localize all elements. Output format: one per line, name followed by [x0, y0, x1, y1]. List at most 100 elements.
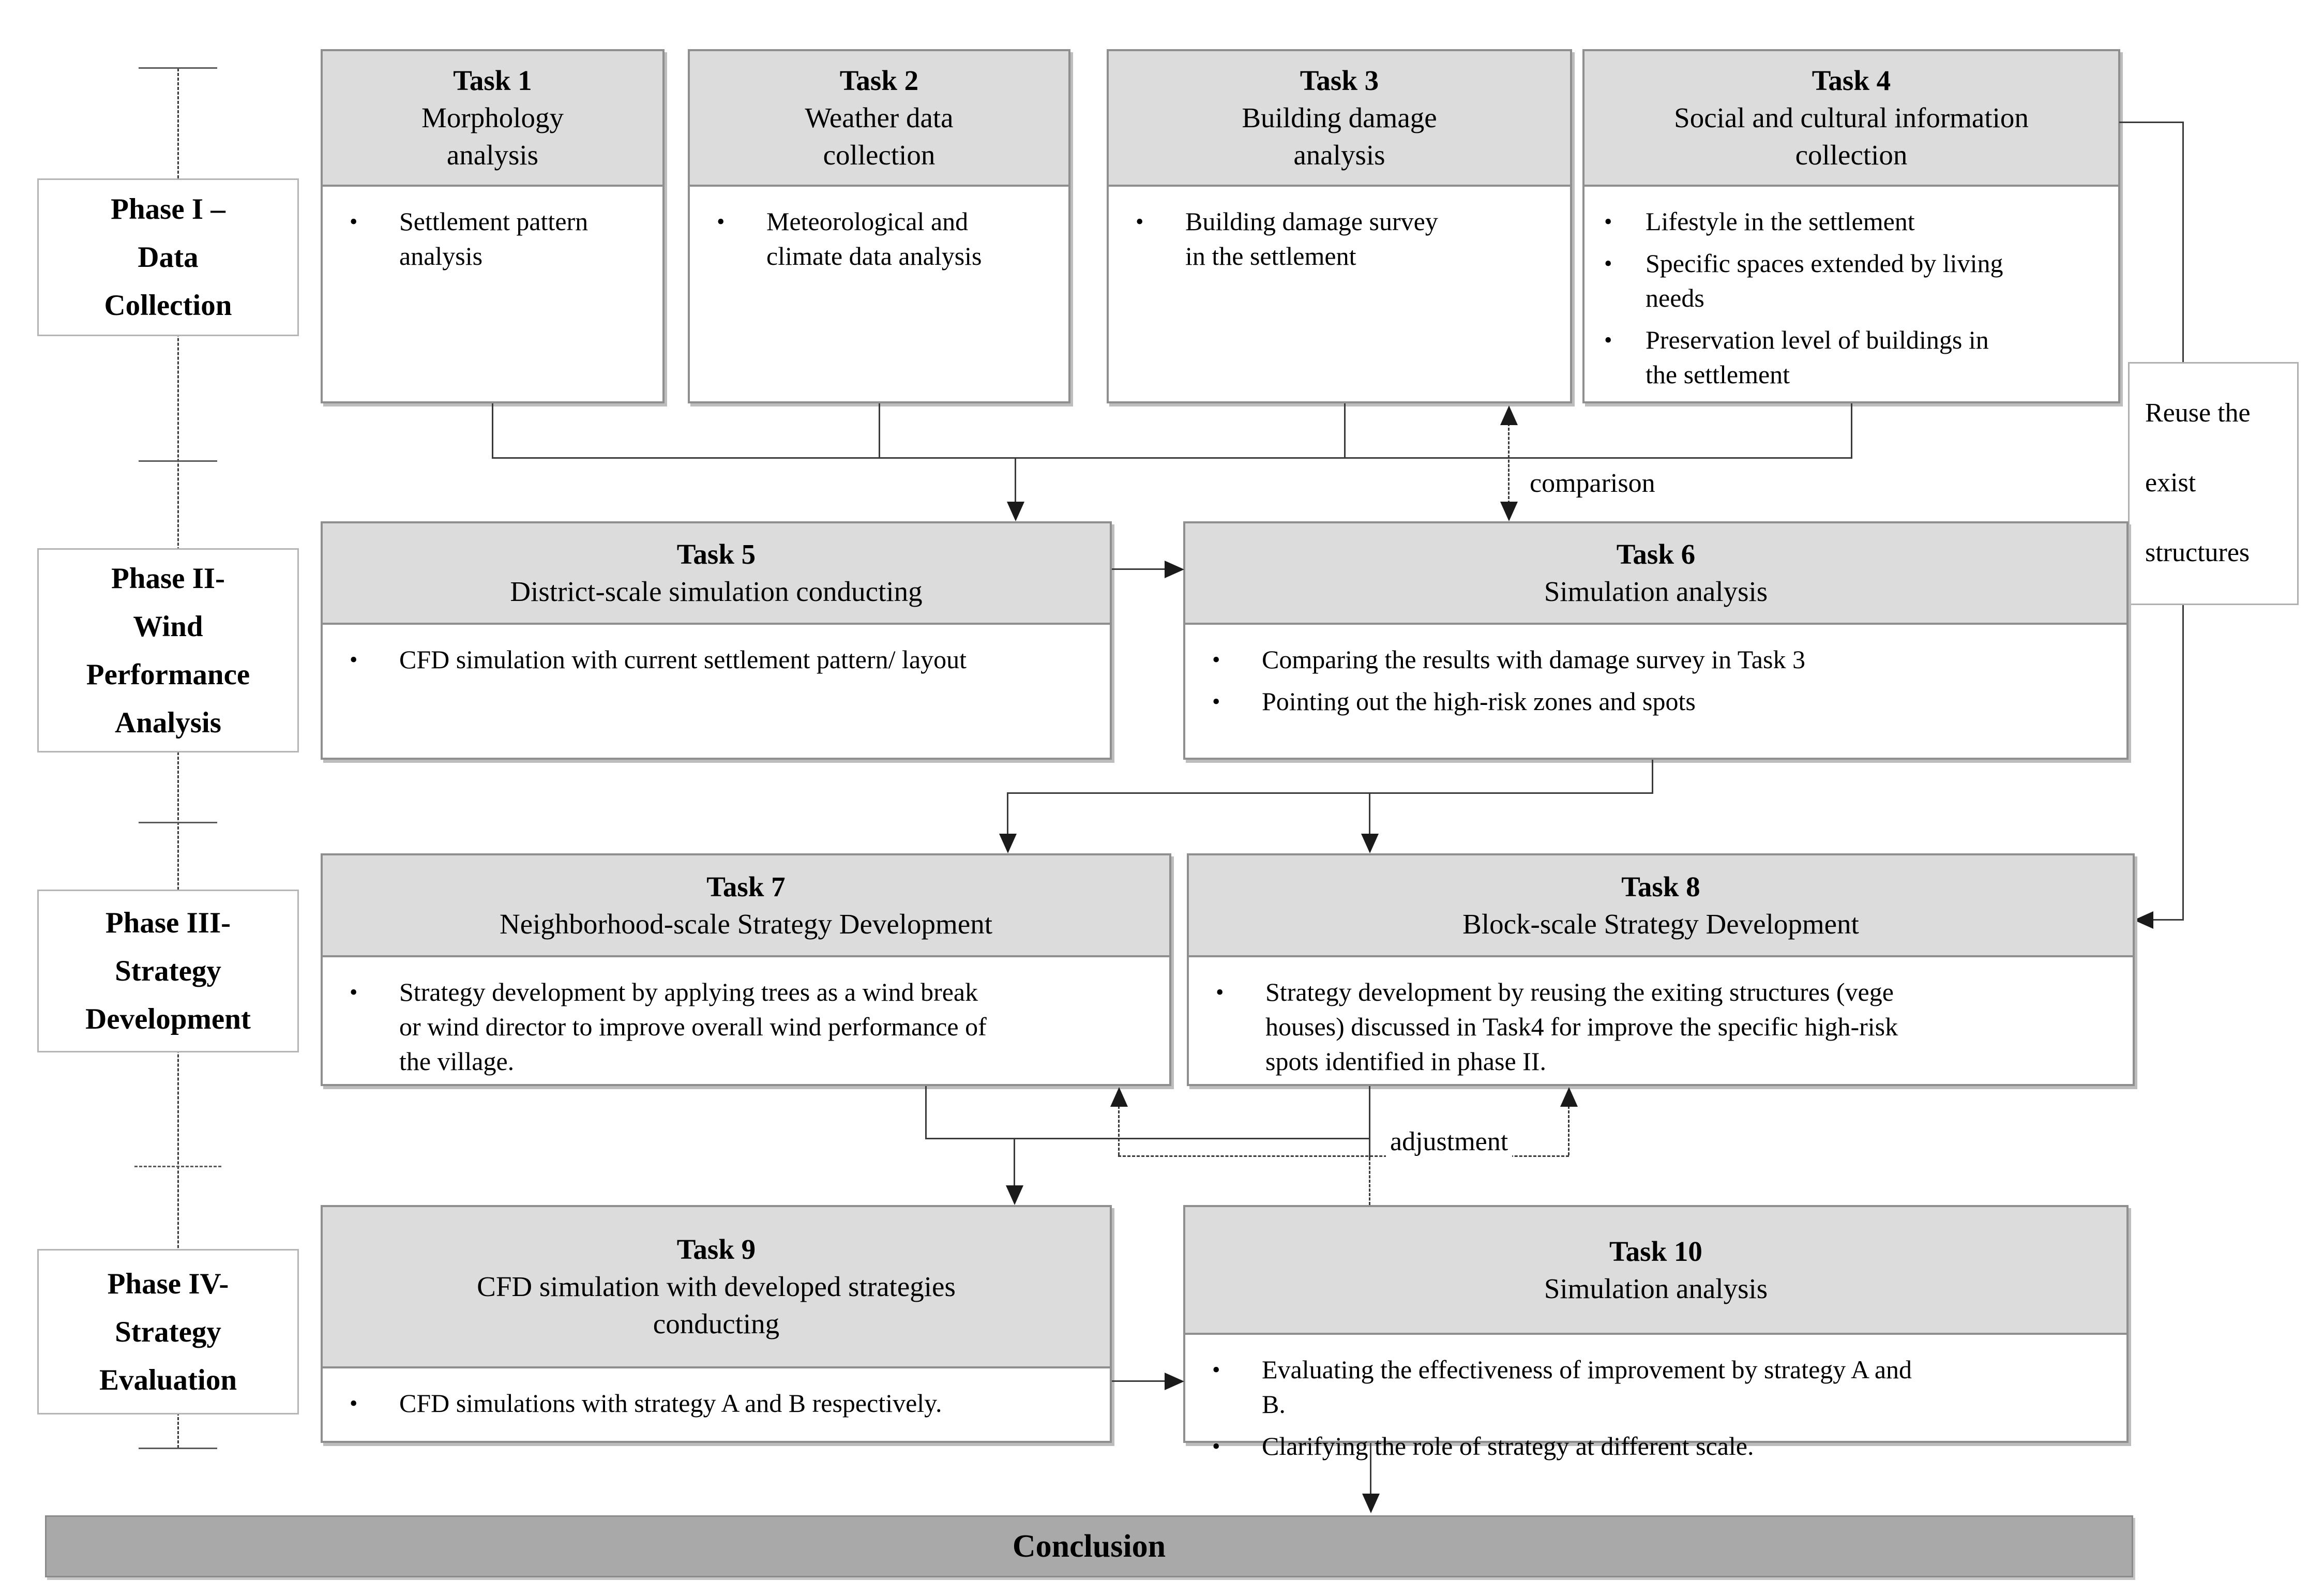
bullet-icon: • — [1604, 327, 1612, 353]
task-6-body: • Comparing the results with damage surv… — [1185, 625, 2126, 719]
timeline-tick-bottom — [139, 1448, 217, 1449]
task-2-bullet-1: • Meteorological and climate data analys… — [717, 204, 1053, 274]
task-5-box: Task 5 District-scale simulation conduct… — [321, 521, 1112, 760]
phase-1-line: Phase I – — [111, 193, 225, 225]
connector-task4-stub — [1851, 403, 1852, 459]
task-8-box: Task 8 Block-scale Strategy Development … — [1187, 853, 2135, 1086]
connector-task7-stub — [925, 1086, 927, 1139]
task-10-box: Task 10 Simulation analysis • Evaluating… — [1183, 1205, 2129, 1461]
adjustment-label: adjustment — [1386, 1126, 1513, 1157]
task-1-header: Task 1 Morphology analysis — [323, 51, 662, 187]
phase-4-line: Phase IV- — [107, 1267, 229, 1300]
connector-task8-stub — [1369, 1086, 1370, 1139]
bullet-icon: • — [1604, 209, 1612, 234]
task-9-box: Task 9 CFD simulation with developed str… — [321, 1205, 1112, 1443]
phase-1-label: Phase I – Data Collection — [37, 178, 299, 336]
arrow-into-task8-head-icon — [2134, 911, 2153, 929]
bullet-icon: • — [350, 1391, 358, 1416]
bullet-icon: • — [1604, 251, 1612, 276]
reuse-structures-note: Reuse the exist structures — [2128, 362, 2299, 605]
timeline-tick-2 — [139, 822, 217, 823]
timeline-tick-top — [139, 67, 217, 69]
reuse-note-line: Reuse the — [2145, 398, 2251, 428]
comparison-label: comparison — [1526, 468, 1659, 499]
phase-4-line: Evaluation — [99, 1363, 237, 1396]
comparison-dashed-line — [1508, 423, 1510, 504]
task-1-title: analysis — [446, 139, 539, 171]
connector-row1-bus — [492, 457, 1852, 459]
task-4-header: Task 4 Social and cultural information c… — [1584, 51, 2118, 187]
bullet-icon: • — [1212, 689, 1220, 714]
task-9-title: CFD simulation with developed strategies — [477, 1271, 956, 1302]
arrow-into-task7-head-icon — [999, 834, 1017, 853]
task-2-number: Task 2 — [839, 65, 919, 96]
bullet-icon: • — [350, 209, 358, 234]
task-4-bullet-1: • Lifestyle in the settlement — [1604, 204, 2103, 239]
bullet-icon: • — [350, 980, 358, 1005]
task-5-header: Task 5 District-scale simulation conduct… — [323, 523, 1110, 625]
task-1-box: Task 1 Morphology analysis • Settlement … — [321, 49, 665, 403]
arrow-into-task9-line — [1014, 1138, 1015, 1186]
task-8-body: • Strategy development by reusing the ex… — [1189, 957, 2133, 1079]
task-7-header: Task 7 Neighborhood-scale Strategy Devel… — [323, 855, 1169, 957]
comparison-arrow-down-icon — [1500, 502, 1518, 521]
task-4-box: Task 4 Social and cultural information c… — [1582, 49, 2120, 403]
conclusion-bar: Conclusion — [45, 1515, 2133, 1577]
adjustment-arrow-task8-icon — [1560, 1087, 1578, 1107]
connector-into-task10-solid — [1369, 1138, 1370, 1157]
phase-1-line: Collection — [104, 289, 232, 322]
task-4-title: Social and cultural information — [1674, 102, 2029, 133]
task-4-number: Task 4 — [1812, 65, 1891, 96]
task-1-number: Task 1 — [453, 65, 532, 96]
task-4-bullet-3: • Preservation level of buildings in the… — [1604, 323, 2103, 392]
task-4-title: collection — [1795, 139, 1908, 171]
task-7-box: Task 7 Neighborhood-scale Strategy Devel… — [321, 853, 1171, 1086]
phase-4-line: Strategy — [115, 1315, 221, 1348]
phase-4-label: Phase IV- Strategy Evaluation — [37, 1249, 299, 1414]
connector-task2-stub — [879, 403, 880, 459]
conclusion-label: Conclusion — [1012, 1528, 1166, 1564]
task-5-title: District-scale simulation conducting — [510, 576, 923, 607]
task-8-bullet-1: • Strategy development by reusing the ex… — [1216, 975, 2117, 1079]
task-2-body: • Meteorological and climate data analys… — [690, 187, 1068, 274]
task-10-bullet-1: • Evaluating the effectiveness of improv… — [1212, 1352, 2111, 1422]
arrow-into-task8-top-line — [1369, 792, 1370, 835]
task-6-box: Task 6 Simulation analysis • Comparing t… — [1183, 521, 2129, 760]
bullet-icon: • — [350, 647, 358, 672]
phase-3-line: Strategy — [115, 955, 221, 987]
task-1-body: • Settlement pattern analysis — [323, 187, 662, 274]
reuse-path-top-line — [2119, 122, 2184, 123]
phase-3-label: Phase III- Strategy Development — [37, 890, 299, 1052]
phase-2-line: Wind — [133, 610, 203, 643]
connector-row3-bus — [925, 1138, 1370, 1139]
task-2-title: collection — [823, 139, 935, 171]
task-3-bullet-1: • Building damage survey in the settleme… — [1136, 204, 1555, 274]
task-10-bullet-2: • Clarifying the role of strategy at dif… — [1212, 1429, 2111, 1464]
task-9-number: Task 9 — [676, 1233, 756, 1265]
bullet-icon: • — [1212, 647, 1220, 672]
task-6-bullet-2: • Pointing out the high-risk zones and s… — [1212, 684, 2111, 719]
bullet-icon: • — [1212, 1434, 1220, 1459]
task-2-title: Weather data — [805, 102, 954, 133]
reuse-note-line: structures — [2145, 538, 2250, 567]
task-3-header: Task 3 Building damage analysis — [1109, 51, 1570, 187]
task-6-bullet-1: • Comparing the results with damage surv… — [1212, 642, 2111, 677]
arrow-into-conclusion-head-icon — [1362, 1494, 1380, 1513]
phase-2-label: Phase II- Wind Performance Analysis — [37, 548, 299, 752]
reuse-note-line: exist — [2145, 468, 2196, 498]
task-3-number: Task 3 — [1300, 65, 1379, 96]
phase-timeline-dashed-line — [177, 68, 179, 1448]
task-8-number: Task 8 — [1621, 870, 1700, 902]
arrow-task9-to-task10-head-icon — [1165, 1373, 1184, 1390]
arrow-into-task5-line — [1015, 457, 1016, 503]
task-3-title: Building damage — [1242, 102, 1437, 133]
arrow-task5-to-task6-line — [1112, 568, 1167, 570]
connector-row2-bus — [1007, 792, 1653, 794]
arrow-into-task9-head-icon — [1006, 1185, 1023, 1205]
arrow-into-task5-head-icon — [1007, 502, 1024, 521]
timeline-tick-3 — [134, 1166, 221, 1167]
task-10-title: Simulation analysis — [1544, 1272, 1768, 1304]
task-2-box: Task 2 Weather data collection • Meteoro… — [688, 49, 1070, 403]
task-5-bullet-1: • CFD simulation with current settlement… — [350, 642, 1094, 677]
